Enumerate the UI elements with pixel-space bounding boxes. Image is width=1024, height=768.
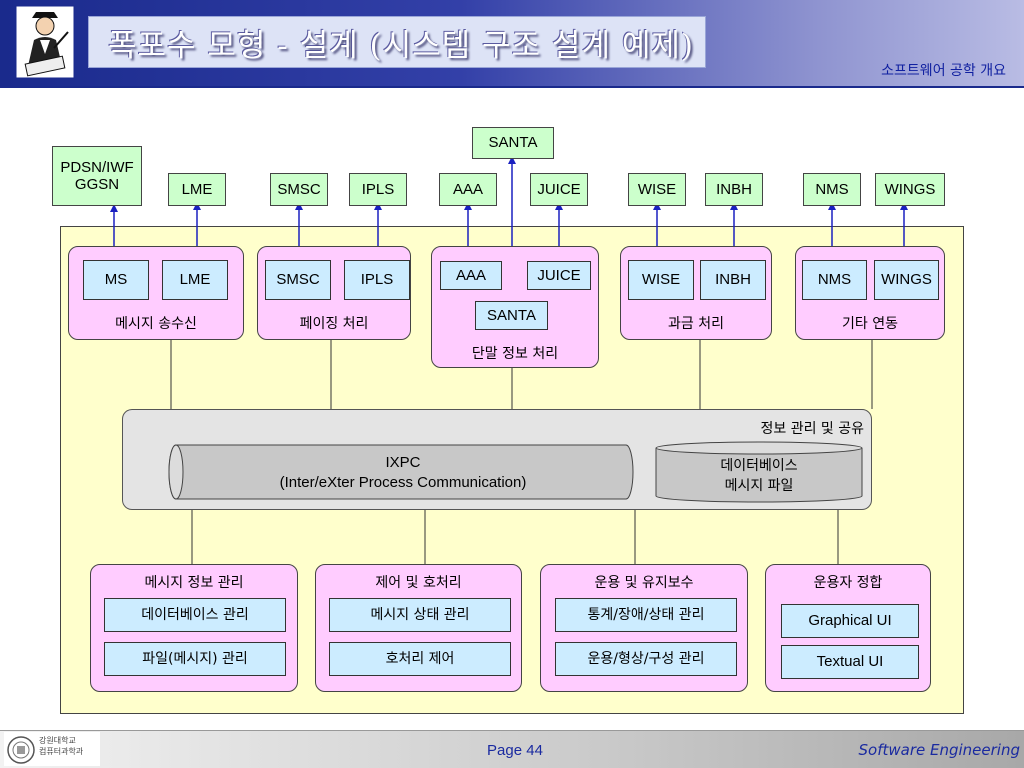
module-inbh: INBH (700, 260, 766, 300)
course-title: Software Engineering (858, 741, 1020, 759)
ixpc-cylinder-icon (168, 444, 634, 500)
item-file-management: 파일(메시지) 관리 (104, 642, 286, 676)
external-wise: WISE (628, 173, 686, 206)
ixpc-label: IXPC (Inter/eXter Process Communication) (279, 454, 527, 491)
professor-logo-icon (15, 5, 75, 79)
panel-operations-label: 운용 및 유지보수 (594, 575, 694, 591)
panel-info-label: 정보 관리 및 공유 (760, 421, 864, 437)
external-aaa: AAA (439, 173, 497, 206)
item-statistics-fault: 통계/장애/상태 관리 (555, 598, 737, 632)
university-logo: 강원대학교 컴퓨터과학과 (4, 732, 100, 766)
module-wise: WISE (628, 260, 694, 300)
title-box (88, 16, 706, 68)
panel-control-label: 제어 및 호처리 (375, 575, 462, 591)
module-lme: LME (162, 260, 228, 300)
item-message-status: 메시지 상태 관리 (329, 598, 511, 632)
external-smsc: SMSC (270, 173, 328, 206)
footer-bar (0, 730, 1024, 768)
item-db-management: 데이터베이스 관리 (104, 598, 286, 632)
item-graphical-ui: Graphical UI (781, 604, 919, 638)
module-ipls: IPLS (344, 260, 410, 300)
module-wings: WINGS (874, 260, 939, 300)
module-nms: NMS (802, 260, 867, 300)
item-textual-ui: Textual UI (781, 645, 919, 679)
external-inbh: INBH (705, 173, 763, 206)
module-smsc: SMSC (265, 260, 331, 300)
external-pdsn-iwf-ggsn: PDSN/IWF GGSN (52, 146, 142, 206)
panel-message-info-label: 메시지 정보 관리 (144, 575, 244, 591)
panel-billing-label: 과금 처리 (668, 316, 724, 332)
module-aaa: AAA (440, 261, 502, 290)
slide-title: 폭포수 모형 - 설계 (시스템 구조 설계 예제) (108, 28, 694, 64)
external-wings: WINGS (875, 173, 945, 206)
page-number: Page 44 (487, 742, 543, 759)
module-santa: SANTA (475, 301, 548, 330)
header-underline (0, 86, 1024, 88)
panel-other-label: 기타 연동 (842, 316, 898, 332)
university-seal-icon (7, 736, 35, 764)
external-lme: LME (168, 173, 226, 206)
panel-messaging-label: 메시지 송수신 (115, 316, 197, 332)
external-santa: SANTA (472, 127, 554, 159)
item-call-control: 호처리 제어 (329, 642, 511, 676)
module-ms: MS (83, 260, 149, 300)
module-juice: JUICE (527, 261, 591, 290)
panel-operator-label: 운용자 정합 (813, 575, 883, 591)
slide-subtitle: 소프트웨어 공학 개요 (881, 63, 1006, 79)
external-nms: NMS (803, 173, 861, 206)
external-juice: JUICE (530, 173, 588, 206)
item-config-management: 운용/형상/구성 관리 (555, 642, 737, 676)
database-label: 데이터베이스 메시지 파일 (720, 458, 798, 494)
external-ipls: IPLS (349, 173, 407, 206)
panel-paging-label: 페이징 처리 (299, 316, 369, 332)
university-logo-text: 강원대학교 컴퓨터과학과 (39, 736, 84, 756)
database-cylinder-icon (655, 441, 863, 503)
panel-terminal-label: 단말 정보 처리 (471, 346, 559, 362)
